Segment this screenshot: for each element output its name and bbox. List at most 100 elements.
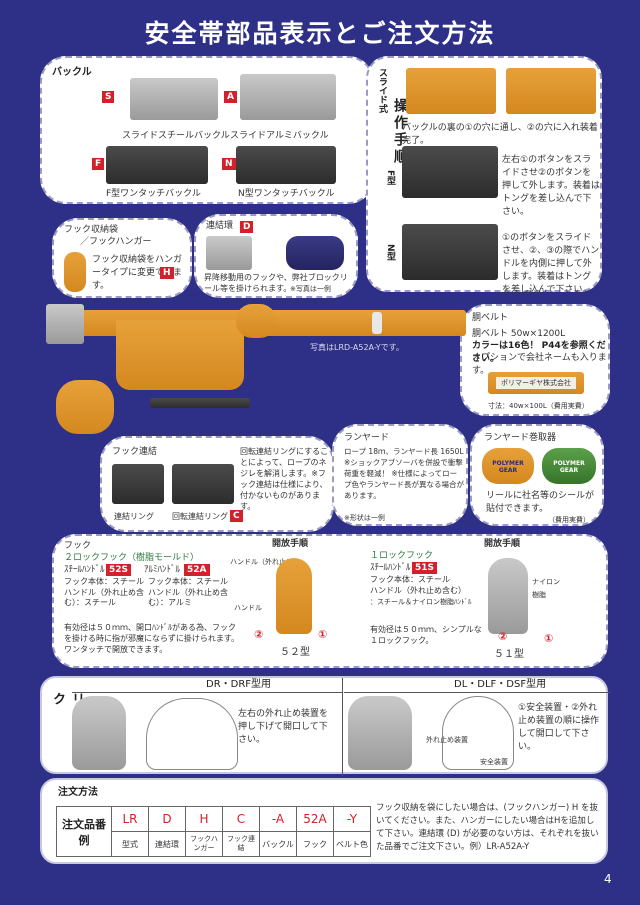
buckle-code-s: S bbox=[102, 91, 115, 103]
buckle-label-f: F型ワンタッチバックル bbox=[106, 189, 201, 199]
connector-ring-note: ※写真は一例 bbox=[290, 285, 331, 293]
hook-52-photo bbox=[276, 558, 312, 634]
belt-name-plate: ポリマーギヤ株式会社 bbox=[488, 372, 584, 394]
order-code-3: H bbox=[185, 806, 223, 832]
connector-ring-card: 連結環 D 昇降移動用のフックや、弊社ブロックリール等を掛けられます。 ※写真は… bbox=[194, 214, 358, 298]
lanyard-text: ロープ 18ｍ、ランヤード長 1650L ※ショックアブソーバを併設で衝撃荷重を… bbox=[344, 447, 464, 500]
f-procedure-photo bbox=[402, 146, 498, 198]
procedure-slide-text: バックルの裏の①の穴に通し、②の穴に入れ装着完了。 bbox=[402, 123, 598, 146]
hook-hanger-photo bbox=[64, 252, 86, 292]
order-table: 注文品番例 LR D H C -A 52A -Y 型式 連結環 フックハンガー … bbox=[56, 806, 371, 857]
reel-image bbox=[236, 304, 276, 338]
n-type-buckle-photo bbox=[236, 146, 336, 184]
hook-code-52a: 52A bbox=[184, 564, 210, 576]
n-procedure-photo bbox=[402, 224, 498, 280]
hook-bag-image bbox=[116, 320, 244, 390]
drf-reel-hook-photo bbox=[72, 696, 126, 770]
hook-link-code-c: C bbox=[230, 510, 243, 522]
belt-color-note: カラーは16色！ P44を参照ください。 bbox=[472, 341, 606, 364]
step-1b-icon: ① bbox=[544, 632, 554, 645]
page-title: 安全帯部品表示とご注文方法 bbox=[144, 19, 496, 48]
order-note: フック収納を袋にしたい場合は、(フックハンガー) H を抜いてください。また、ハ… bbox=[376, 803, 599, 852]
reel-orange-photo: POLYMER GEAR bbox=[482, 448, 534, 484]
order-header: 注文方法 bbox=[58, 787, 98, 798]
lanyard-reel-header: ランヤード巻取器 bbox=[484, 433, 557, 443]
lanyard-reel-text: リールに社名等のシールが貼付できます。 bbox=[486, 491, 595, 514]
order-row-label: 注文品番例 bbox=[56, 806, 112, 857]
hook-bag-card: フック収納袋 ／フックハンガー フック収納袋をハンガータイプに変更できます。 H bbox=[52, 218, 192, 298]
hook-one-lock: １ロックフック bbox=[370, 551, 434, 561]
buckle-code-n: N bbox=[222, 158, 236, 170]
reel-hook-label-safety: 安全装置 bbox=[480, 758, 508, 766]
procedure-n-label: N型 bbox=[385, 244, 395, 261]
connector-ring-text: 昇降移動用のフックや、弊社ブロックリール等を掛けられます。 bbox=[204, 273, 348, 293]
step-1-icon: ① bbox=[318, 628, 328, 641]
reel-hook-card: リールフック DR・DRF型用 左右の外れ止め装置を押し下げて開口して下さい。 … bbox=[40, 676, 610, 776]
hook-bag-header-1: フック収納袋 bbox=[64, 225, 119, 235]
belt-buckle-image bbox=[46, 304, 84, 344]
order-name-1: 型式 bbox=[111, 831, 149, 857]
hook-steel-handle-2: ｽﾁｰﾙﾊﾝﾄﾞﾙ bbox=[370, 563, 411, 573]
buckle-label-s: スライドスチールバックル bbox=[122, 131, 230, 141]
hook-body-2: フック本体：スチール bbox=[148, 577, 228, 586]
connector-ring-header: 連結環 bbox=[206, 221, 234, 231]
hook-bag-code-h: H bbox=[160, 267, 174, 279]
link-ring-photo bbox=[112, 464, 164, 504]
buckle-label-a: スライドアルミバックル bbox=[230, 131, 329, 141]
reel-green-photo: POLYMER GEAR bbox=[542, 448, 596, 484]
page-number: 4 bbox=[604, 872, 612, 886]
reel-hook-drf-header: DR・DRF型用 bbox=[206, 679, 272, 690]
hook-open-1: 開放手順 bbox=[272, 539, 309, 549]
slide-steel-buckle-photo bbox=[130, 78, 218, 120]
order-code-6: 52A bbox=[296, 806, 334, 832]
hook-label-nylon: ナイロン樹脂 bbox=[532, 578, 560, 599]
hook-link-ring1: 連結リング bbox=[114, 512, 154, 521]
hook-link-card: フック連結 回転連結リングにすることによって、ロープのネジレを解消します。※フッ… bbox=[100, 436, 334, 532]
block-reel-photo bbox=[286, 236, 344, 270]
dlf-reel-hook-photo bbox=[348, 696, 412, 770]
reel-badge-1: POLYMER GEAR bbox=[492, 460, 524, 474]
hook-card: フック ２ロックフック（樹脂モールド） ｽﾁｰﾙﾊﾝﾄﾞﾙ 52S ｱﾙﾐﾊﾝﾄ… bbox=[52, 534, 608, 668]
order-code-5: -A bbox=[259, 806, 297, 832]
belt-card: 胴ベルト 胴ベルト 50w×1200L カラーは16色！ P44を参照ください。… bbox=[460, 304, 610, 416]
hook-code-51s: 51S bbox=[412, 562, 438, 574]
hook-code-52s: 52S bbox=[106, 564, 132, 576]
hook-handle-3: ハンドル（外れ止め含む） bbox=[370, 586, 466, 595]
procedure-f-text: 左右①のボタンをスライドさせ②のボタンを押して外します。装着はトングを差し込んで… bbox=[502, 155, 600, 217]
hook-handle-1: ハンドル（外れ止め含む）：スチール bbox=[64, 588, 144, 607]
hook-bag-header-2: ／フックハンガー bbox=[80, 237, 152, 247]
hook-steel-handle: ｽﾁｰﾙﾊﾝﾄﾞﾙ bbox=[64, 565, 105, 575]
step-2-icon: ② bbox=[254, 628, 264, 641]
belt-header: 胴ベルト bbox=[472, 313, 509, 323]
hook-model-52: ５２型 bbox=[280, 647, 310, 658]
f-type-buckle-photo bbox=[106, 146, 208, 184]
hook-model-51: ５１型 bbox=[494, 649, 524, 660]
order-code-1: LR bbox=[111, 806, 149, 832]
hook-handle-3b: ：スチール＆ナイロン樹脂ﾊﾝﾄﾞﾙ bbox=[370, 598, 472, 606]
slide-procedure-photo-1 bbox=[406, 68, 496, 114]
belt-size: 寸法：40w×100L（費用実費） bbox=[488, 402, 589, 410]
belt-plate-text: ポリマーギヤ株式会社 bbox=[496, 377, 576, 389]
hook-body-3: フック本体：スチール bbox=[370, 575, 450, 584]
photo-caption: 写真はLRD-A52A-Yです。 bbox=[310, 343, 404, 352]
hook-image bbox=[56, 380, 114, 434]
slide-alu-buckle-photo bbox=[240, 74, 336, 120]
procedure-card: スライド式 操作手順 バックルの裏の①の穴に通し、②の穴に入れ装着完了。 F型 … bbox=[366, 56, 602, 295]
lanyard-reel-note: （費用実費） bbox=[548, 516, 590, 524]
reel-hook-dlf-text: ①安全装置・②外れ止め装置の順に操作して開口して下さい。 bbox=[518, 703, 600, 752]
lanyard-card: ランヤード ロープ 18ｍ、ランヤード長 1650L ※ショックアブソーバを併設… bbox=[332, 424, 468, 526]
hook-bag-text: フック収納袋をハンガータイプに変更できます。 bbox=[92, 255, 183, 291]
connector-ring-photo bbox=[206, 236, 252, 270]
procedure-n-text: ①のボタンをスライドさせ、②、③の際でハンドルを内側に押して外します。装着はトン… bbox=[502, 233, 600, 295]
hook-link-text: 回転連結リングにすることによって、ロープのネジレを解消します。※フック連結は仕様… bbox=[240, 447, 329, 511]
swivel-ring-photo bbox=[172, 464, 234, 504]
hook-link-ring2: 回転連結リング bbox=[172, 512, 228, 521]
lanyard-header: ランヤード bbox=[344, 433, 390, 443]
procedure-f-label: F型 bbox=[385, 170, 395, 186]
order-code-4: C bbox=[222, 806, 260, 832]
hook-open-2: 開放手順 bbox=[484, 539, 521, 549]
buckle-code-f: F bbox=[92, 158, 105, 170]
order-card: 注文方法 注文品番例 LR D H C -A 52A -Y 型式 連結環 フック… bbox=[40, 778, 608, 864]
reel-hook-label-stop: 外れ止め装置 bbox=[426, 736, 468, 744]
order-name-6: フック bbox=[296, 831, 334, 857]
